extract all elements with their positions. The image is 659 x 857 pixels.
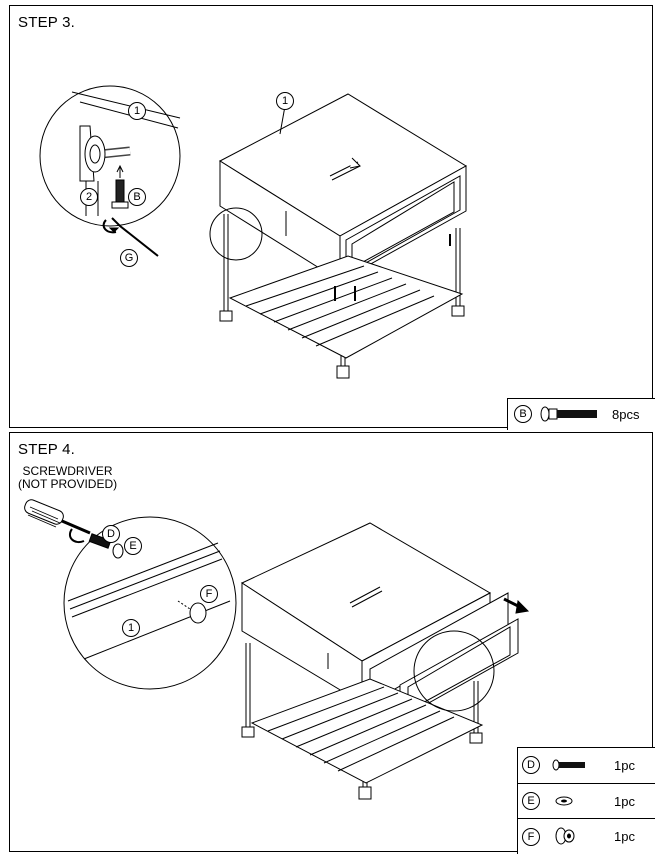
part-1-label-detail: 1 (128, 102, 146, 120)
step-3-detail-view (39, 85, 181, 257)
step-4-detail-view (24, 499, 237, 690)
part-b-badge: B (514, 405, 532, 423)
step-4-table-drawing (240, 522, 530, 800)
part-b-qty: 8pcs (612, 407, 640, 422)
tool-note-line-1: SCREWDRIVER (22, 464, 113, 478)
wrench-g-label: G (120, 249, 138, 267)
step-3-parts-list: B 8pcs (507, 398, 655, 430)
parts-row-b: B 8pcs (508, 399, 655, 430)
step-4-panel: STEP 4. SCREWDRIVER (NOT PROVIDED) (9, 432, 655, 854)
step-4-parts-list: D 1pc E 1pc F 1pc (517, 747, 655, 854)
washer-e-label: E (124, 537, 142, 555)
step-3-panel: STEP 3. (9, 5, 655, 430)
part-e-qty: 1pc (614, 794, 635, 809)
part-1-label-main: 1 (276, 92, 294, 110)
step-3-table-drawing (209, 93, 467, 379)
step-4-title: STEP 4. (18, 441, 75, 458)
part-d-qty: 1pc (614, 758, 635, 773)
part-d-badge: D (522, 756, 540, 774)
part-1-label-detail-step4: 1 (122, 619, 140, 637)
step-4-illustration (24, 499, 530, 800)
parts-row-d: D 1pc (518, 748, 655, 783)
part-e-badge: E (522, 792, 540, 810)
parts-row-e: E 1pc (518, 783, 655, 819)
part-f-qty: 1pc (614, 829, 635, 844)
tool-note: SCREWDRIVER (NOT PROVIDED) (18, 465, 117, 491)
part-f-badge: F (522, 828, 540, 846)
long-bolt-icon (540, 406, 597, 422)
screw-b-label: B (128, 188, 146, 206)
parts-row-f: F 1pc (518, 818, 655, 855)
step-3-illustration (39, 85, 467, 379)
washer-icon (555, 796, 573, 806)
step-3-title: STEP 3. (18, 14, 75, 31)
part-2-label-detail: 2 (80, 188, 98, 206)
screw-icon (552, 759, 585, 771)
knob-icon (555, 827, 575, 845)
knob-f-label: F (200, 585, 218, 603)
tool-note-line-2: (NOT PROVIDED) (18, 477, 118, 491)
screw-d-label: D (102, 525, 120, 543)
